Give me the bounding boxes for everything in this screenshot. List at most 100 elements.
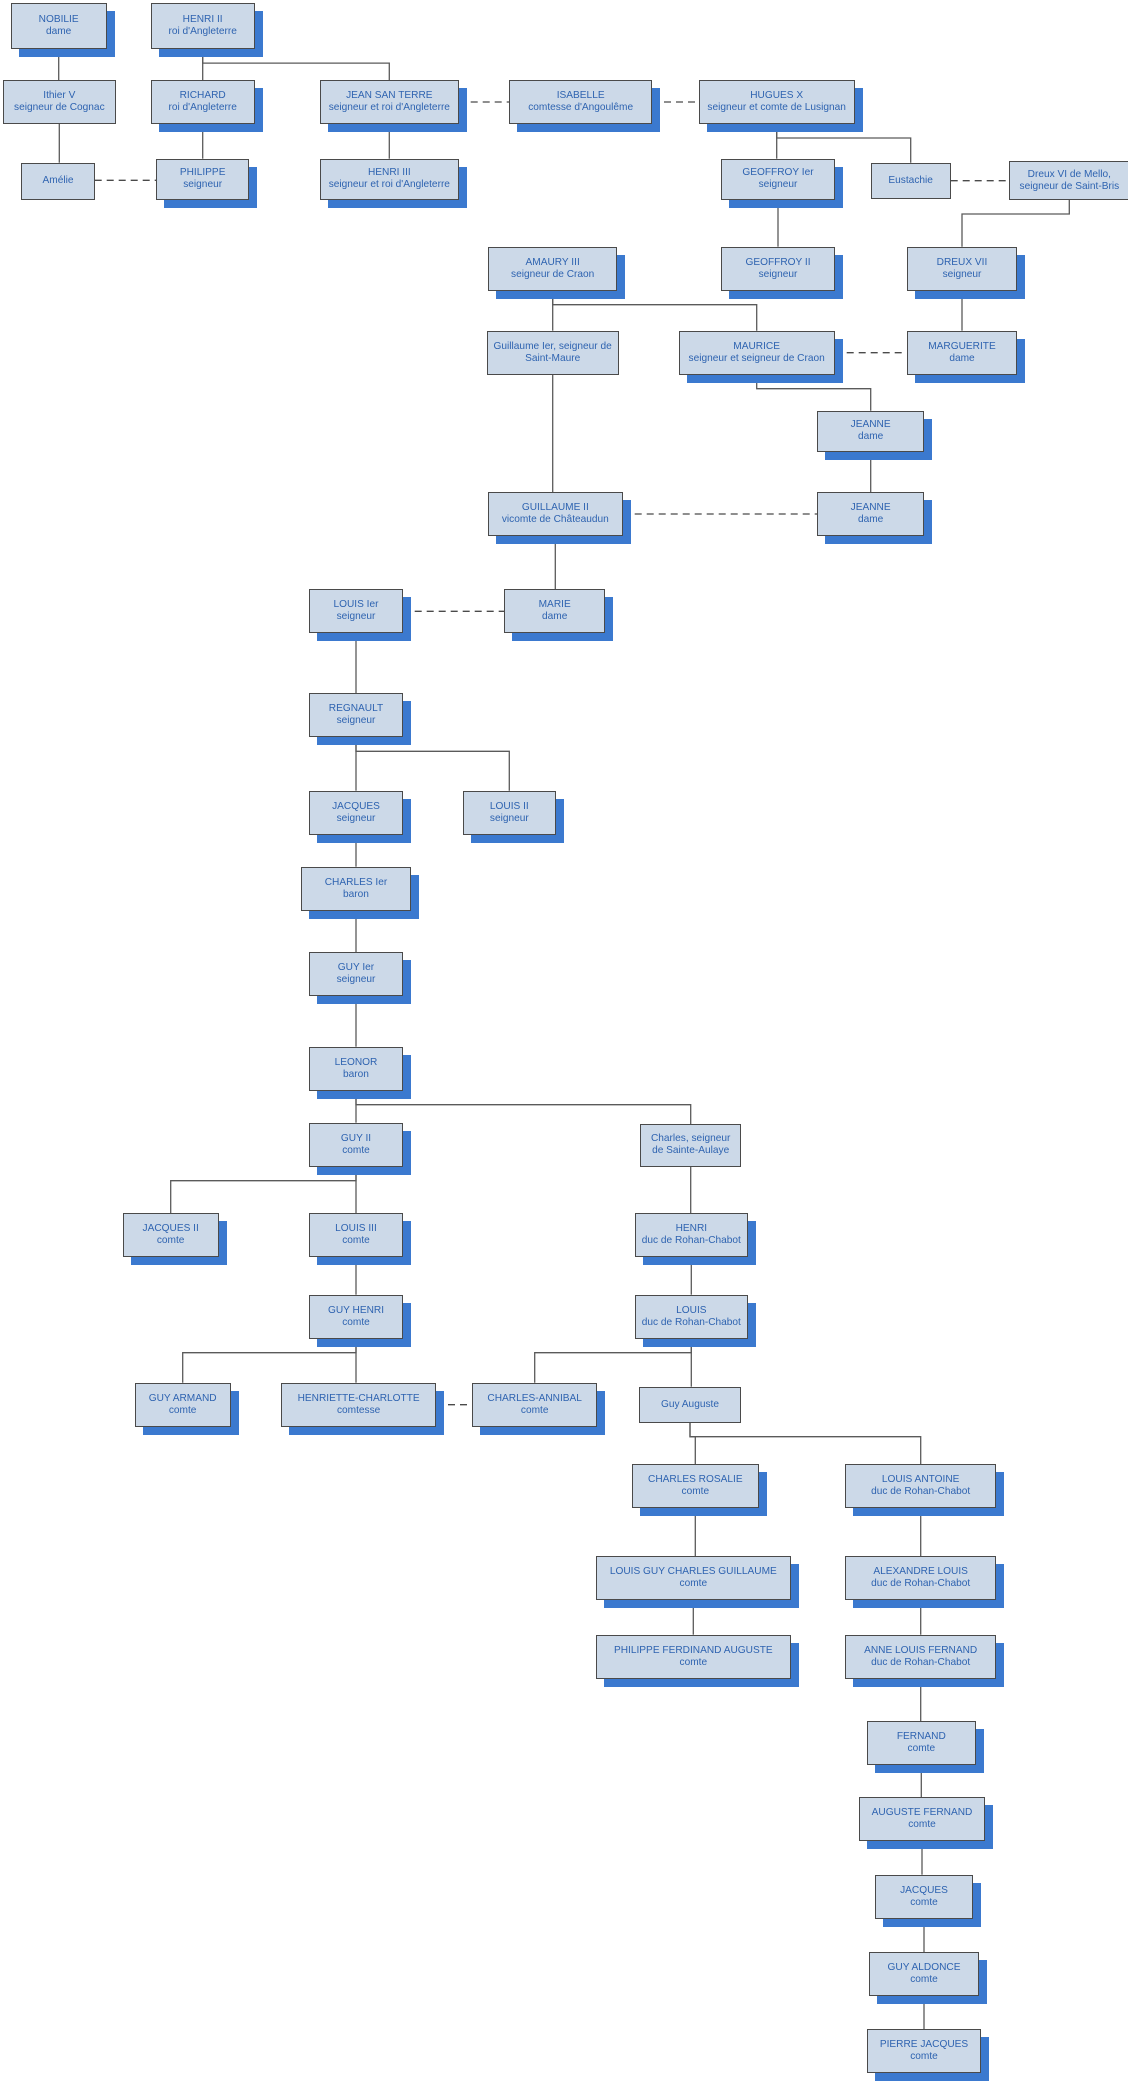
person-title: Saint-Maure <box>525 352 581 364</box>
person-name: JACQUES II <box>142 1223 199 1235</box>
person-name: Dreux VI de Mello, <box>1027 168 1111 180</box>
person-title: roi d'Angleterre <box>168 25 237 37</box>
person-name: GUY HENRI <box>327 1304 385 1316</box>
person-name: JACQUES <box>900 1884 948 1896</box>
person-title: duc de Rohan-Chabot <box>641 1235 741 1247</box>
person-title: dame <box>949 352 975 364</box>
person-title: seigneur <box>758 268 798 280</box>
person-name: Charles, seigneur <box>650 1133 731 1145</box>
person-name: JEANNE <box>850 502 891 514</box>
descent-connector <box>689 1422 922 1464</box>
person-name: MARGUERITE <box>928 340 996 352</box>
person-title: comte <box>342 1144 370 1156</box>
person-title: seigneur <box>336 715 376 727</box>
person-node-dreux6[interactable]: Dreux VI de Mello,seigneur de Saint-Bris <box>1009 161 1128 200</box>
person-name: Amélie <box>42 175 74 187</box>
person-title: comte <box>910 1896 938 1908</box>
person-title: seigneur de Craon <box>511 268 595 280</box>
person-title: comtesse <box>336 1404 381 1416</box>
person-title: dame <box>542 611 568 623</box>
person-title: seigneur <box>758 179 798 191</box>
person-name: MARIE <box>538 599 571 611</box>
person-title: comtesse d'Angoulême <box>528 102 634 113</box>
person-title: seigneur <box>489 812 529 824</box>
person-name: GUILLAUME II <box>521 502 589 514</box>
person-title: seigneur de Cognac <box>14 102 105 113</box>
person-name: CHARLES Ier <box>324 876 388 888</box>
person-title: duc de Rohan-Chabot <box>871 1656 971 1668</box>
person-node-amelie[interactable]: Amélie <box>21 162 95 200</box>
person-node-eustachie[interactable]: Eustachie <box>870 162 951 199</box>
person-node-guyauguste[interactable]: Guy Auguste <box>638 1386 742 1423</box>
person-name: PHILIPPE FERDINAND AUGUSTE <box>613 1644 773 1656</box>
person-name: DREUX VII <box>936 256 988 268</box>
person-title: comte <box>156 1235 185 1247</box>
person-title: comte <box>342 1316 370 1328</box>
person-name: LOUIS <box>676 1304 707 1316</box>
person-name: HENRI III <box>367 167 411 179</box>
person-title: seigneur et comte de Lusignan <box>707 102 846 113</box>
person-name: AUGUSTE FERNAND <box>871 1807 973 1819</box>
person-name: Ithier V <box>43 90 76 102</box>
person-name: JEAN SAN TERRE <box>346 90 433 102</box>
descent-connector <box>961 200 1070 247</box>
person-title: comte <box>679 1578 708 1589</box>
person-name: JACQUES <box>332 800 380 812</box>
person-title: seigneur <box>336 611 376 623</box>
person-title: roi d'Angleterre <box>168 102 237 113</box>
person-title: seigneur <box>336 812 376 824</box>
person-name: LOUIS II <box>489 800 529 812</box>
person-title: comte <box>679 1656 708 1668</box>
person-title: baron <box>343 1068 369 1080</box>
